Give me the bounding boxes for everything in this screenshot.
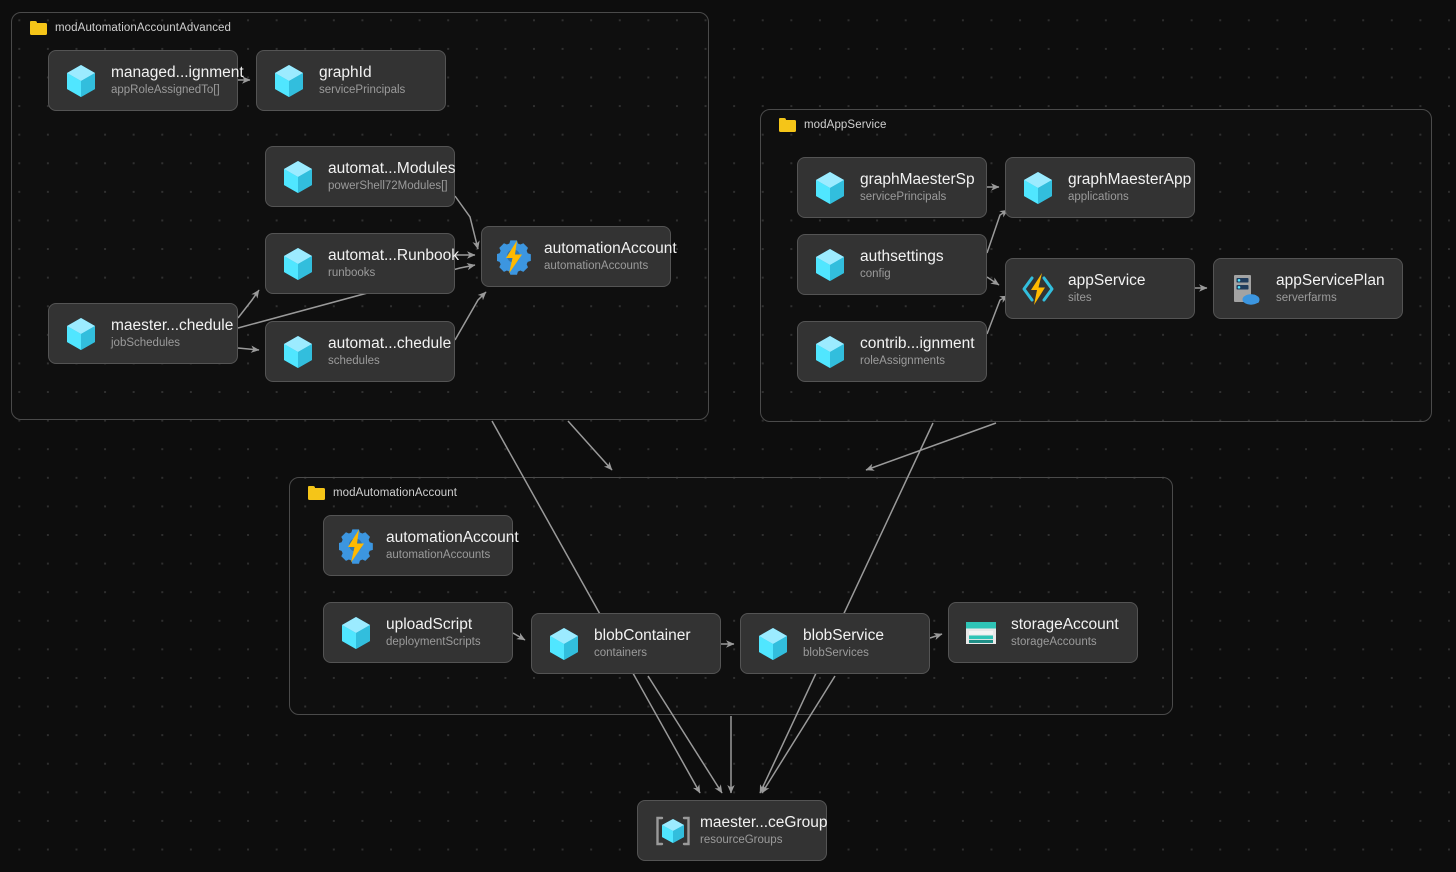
resource-group-icon xyxy=(653,813,690,849)
node-subtitle: powerShell72Modules[] xyxy=(328,179,448,192)
edge-groupA-to-groupC xyxy=(567,420,613,471)
node-automation-schedule[interactable]: automat...chedule schedules xyxy=(265,321,455,382)
azure-cube-icon xyxy=(281,159,315,195)
node-title: blobContainer xyxy=(594,626,691,644)
folder-icon xyxy=(779,118,796,132)
node-subtitle: config xyxy=(860,267,891,280)
node-title: appService xyxy=(1068,271,1146,289)
group-label: modAutomationAccount xyxy=(333,487,458,499)
node-title: maester...chedule xyxy=(111,316,234,334)
node-title: automationAccount xyxy=(544,239,677,257)
node-subtitle: roleAssignments xyxy=(860,354,946,367)
node-storage-account[interactable]: storageAccount storageAccounts xyxy=(948,602,1138,663)
storage-account-icon xyxy=(964,615,998,651)
node-automation-account-inner[interactable]: automationAccount automationAccounts xyxy=(323,515,519,576)
azure-cube-icon xyxy=(281,246,315,282)
node-title: authsettings xyxy=(860,247,944,265)
node-graph-maester-sp[interactable]: graphMaesterSp servicePrincipals xyxy=(797,157,987,218)
node-managed-identity-assignment[interactable]: managed...ignment appRoleAssignedTo[] xyxy=(48,50,244,111)
node-subtitle: storageAccounts xyxy=(1011,635,1097,648)
azure-cube-icon xyxy=(339,615,373,651)
azure-cube-icon xyxy=(64,316,98,352)
node-upload-script[interactable]: uploadScript deploymentScripts xyxy=(323,602,513,663)
node-subtitle: sites xyxy=(1068,291,1092,304)
node-maester-resource-group[interactable]: maester...ceGroup resourceGroups xyxy=(637,800,828,861)
node-subtitle: deploymentScripts xyxy=(386,635,481,648)
azure-cube-icon xyxy=(64,63,98,99)
node-subtitle: servicePrincipals xyxy=(860,190,947,203)
node-app-service-plan[interactable]: appServicePlan serverfarms xyxy=(1213,258,1403,319)
azure-cube-icon xyxy=(281,334,315,370)
azure-cube-icon xyxy=(813,170,847,206)
node-subtitle: containers xyxy=(594,646,648,659)
group-header: modAppService xyxy=(761,109,886,132)
node-title: appServicePlan xyxy=(1276,271,1385,289)
node-graph-id[interactable]: graphId servicePrincipals xyxy=(256,50,446,111)
node-subtitle: servicePrincipals xyxy=(319,83,406,96)
group-label: modAutomationAccountAdvanced xyxy=(55,22,232,34)
azure-cube-icon xyxy=(272,63,306,99)
node-subtitle: automationAccounts xyxy=(544,259,649,272)
azure-cube-icon xyxy=(756,626,790,662)
node-title: uploadScript xyxy=(386,615,473,633)
edge-groupB-to-groupC xyxy=(865,422,997,471)
automation-account-icon xyxy=(496,239,531,275)
node-subtitle: automationAccounts xyxy=(386,548,491,561)
group-header: modAutomationAccountAdvanced xyxy=(12,12,231,35)
node-graph-maester-app[interactable]: graphMaesterApp applications xyxy=(1005,157,1195,218)
azure-cube-icon xyxy=(813,334,847,370)
node-title: automationAccount xyxy=(386,528,519,546)
node-subtitle: serverfarms xyxy=(1276,291,1337,304)
node-contributor-assignment[interactable]: contrib...ignment roleAssignments xyxy=(797,321,987,382)
node-title: automat...chedule xyxy=(328,334,452,352)
node-automation-account-advanced[interactable]: automationAccount automationAccounts xyxy=(481,226,677,287)
node-title: contrib...ignment xyxy=(860,334,975,352)
node-title: blobService xyxy=(803,626,884,644)
node-title: managed...ignment xyxy=(111,63,244,81)
node-app-service[interactable]: appService sites xyxy=(1005,258,1195,319)
node-authsettings[interactable]: authsettings config xyxy=(797,234,987,295)
automation-account-icon xyxy=(338,528,373,564)
group-header: modAutomationAccount xyxy=(290,477,457,500)
folder-icon xyxy=(30,21,47,35)
azure-cube-icon xyxy=(813,247,847,283)
node-subtitle: appRoleAssignedTo[] xyxy=(111,83,220,96)
node-automation-runbook[interactable]: automat...Runbook runbooks xyxy=(265,233,459,294)
node-title: storageAccount xyxy=(1011,615,1119,633)
node-subtitle: schedules xyxy=(328,354,380,367)
app-service-icon xyxy=(1021,271,1055,307)
node-title: maester...ceGroup xyxy=(700,813,828,831)
node-subtitle: resourceGroups xyxy=(700,833,783,846)
node-subtitle: applications xyxy=(1068,190,1129,203)
node-title: automat...Modules xyxy=(328,159,456,177)
node-blob-service[interactable]: blobService blobServices xyxy=(740,613,930,674)
node-subtitle: jobSchedules xyxy=(111,336,181,349)
node-blob-container[interactable]: blobContainer containers xyxy=(531,613,721,674)
azure-cube-icon xyxy=(547,626,581,662)
node-title: graphId xyxy=(319,63,372,81)
node-title: graphMaesterApp xyxy=(1068,170,1192,188)
node-title: automat...Runbook xyxy=(328,246,459,264)
node-subtitle: runbooks xyxy=(328,266,376,279)
node-automation-modules[interactable]: automat...Modules powerShell72Modules[] xyxy=(265,146,456,207)
node-title: graphMaesterSp xyxy=(860,170,975,188)
group-modAutomationAccount[interactable]: modAutomationAccount xyxy=(289,477,1173,715)
folder-icon xyxy=(308,486,325,500)
app-service-plan-icon xyxy=(1229,271,1263,307)
azure-cube-icon xyxy=(1021,170,1055,206)
node-maester-schedule[interactable]: maester...chedule jobSchedules xyxy=(48,303,238,364)
node-subtitle: blobServices xyxy=(803,646,869,659)
group-label: modAppService xyxy=(804,119,887,131)
